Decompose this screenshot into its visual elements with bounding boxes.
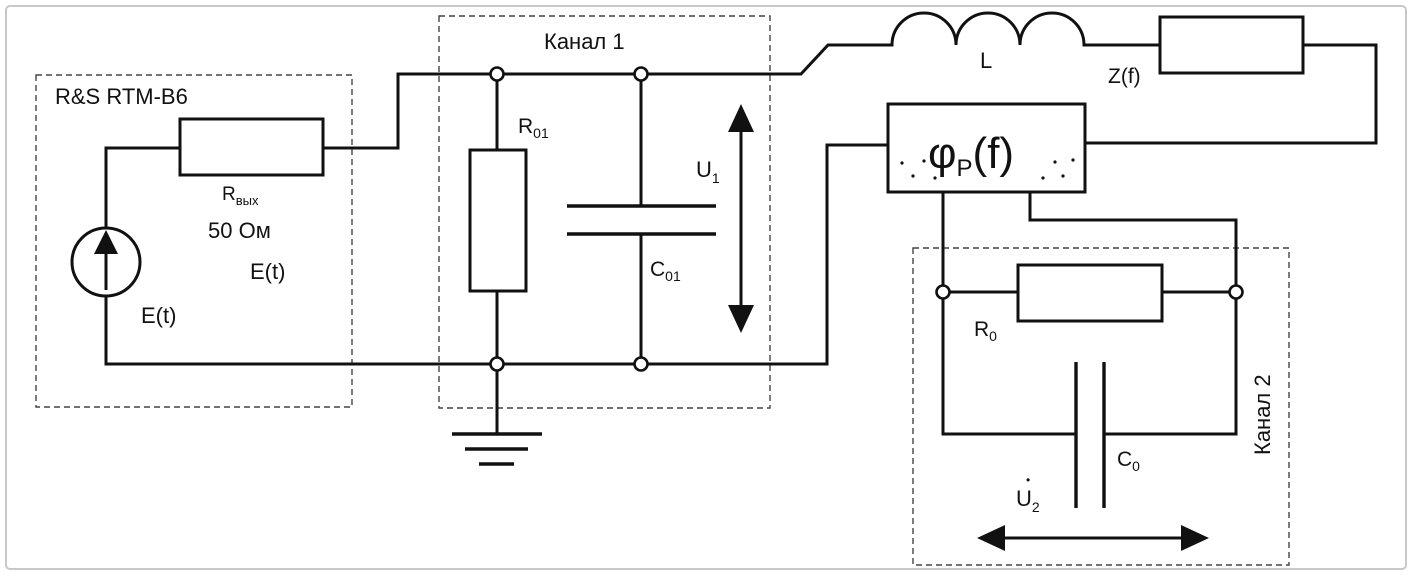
u1-sub: 1 [712, 170, 720, 186]
u2-base: U [1016, 486, 1032, 511]
phase-label: φP(f) [928, 129, 1014, 182]
phase-symbol: φ [928, 129, 957, 178]
impedance-label: Z(f) [1108, 65, 1141, 88]
channel1-border [438, 15, 771, 409]
c01-sub: 01 [665, 268, 681, 284]
channel1-wires [495, 72, 643, 435]
source-block-border [35, 74, 353, 408]
channel1-title: Канал 1 [544, 29, 625, 54]
u1-label: U1 [696, 157, 720, 186]
u2-label: U2 [1016, 486, 1040, 515]
voltage-source-icon [70, 226, 142, 298]
e-label-lower: E(t) [141, 303, 176, 328]
voltage-arrow-u1-icon [728, 104, 754, 333]
node-ch1-bottom-right [633, 356, 649, 372]
source-block-title: R&S RTM-B6 [55, 84, 188, 109]
u1-base: U [696, 157, 712, 182]
c0-base: C [1117, 448, 1132, 471]
resistor-r01 [468, 148, 528, 293]
u2-sub: 2 [1032, 499, 1040, 515]
u2-dot: • [1026, 473, 1030, 487]
c0-sub: 0 [1132, 458, 1140, 474]
phase-sub: P [957, 155, 973, 182]
figure-frame [5, 5, 1407, 570]
channel2-title: Канал 2 [1250, 374, 1275, 455]
resistor-r0 [1016, 263, 1164, 323]
node-ch1-top-right [633, 66, 649, 82]
r0-sub: 0 [989, 328, 997, 344]
r01-base: R [518, 115, 533, 138]
node-ch2-left [935, 284, 951, 300]
r-out-sub: вых [236, 193, 259, 208]
inductor-label: L [980, 48, 992, 73]
phase-arg: (f) [973, 129, 1015, 178]
r0-base: R [974, 318, 989, 341]
node-ch2-right [1228, 284, 1244, 300]
r01-label: R01 [518, 115, 549, 141]
inductor-l [890, 11, 1086, 47]
capacitor-c0 [1074, 362, 1106, 508]
r-out-value: 50 Ом [208, 218, 271, 243]
channel2-border [912, 247, 1290, 566]
c0-label: C0 [1117, 448, 1140, 474]
voltage-arrow-u2-icon [977, 525, 1209, 551]
channel2-wires [941, 190, 1238, 436]
output-resistor [178, 117, 325, 177]
ground-icon [452, 432, 542, 466]
impedance-zf [1158, 15, 1305, 75]
e-label-upper: E(t) [250, 259, 285, 284]
r-out-base: R [222, 184, 236, 205]
capacitor-c01 [567, 204, 716, 236]
node-ch1-bottom-left [489, 356, 505, 372]
c01-base: C [650, 258, 665, 281]
r01-sub: 01 [533, 125, 549, 141]
source-wires [104, 43, 894, 366]
phase-block-dots [900, 158, 1075, 180]
r-out-label: Rвых [222, 184, 259, 208]
phase-shifter-block [886, 102, 1087, 194]
c01-label: C01 [650, 258, 681, 284]
r0-label: R0 [974, 318, 997, 344]
node-ch1-top-left [489, 66, 505, 82]
